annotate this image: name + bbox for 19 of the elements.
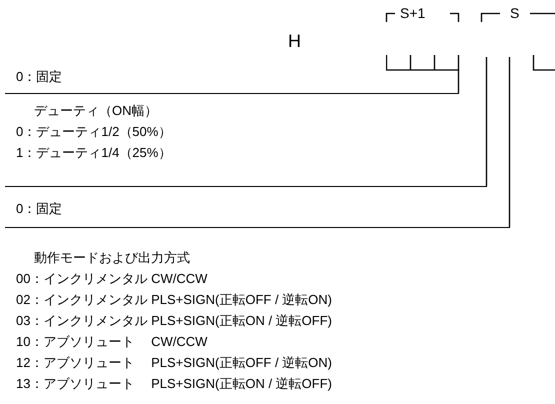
option-text: 0：デューティ1/2（50%） <box>16 123 172 141</box>
option-text: 0：固定 <box>16 200 62 218</box>
option-text: 03：インクリメンタル PLS+SIGN(正転ON / 逆転OFF) <box>16 312 332 330</box>
word-label: S+1 <box>400 6 426 20</box>
option-text: 00：インクリメンタル CW/CCW <box>16 270 208 288</box>
leader-line <box>508 57 510 227</box>
option-text: 0：固定 <box>16 68 62 86</box>
option-text: 10：アブソリュート CW/CCW <box>16 333 208 351</box>
leader-line <box>458 70 460 93</box>
digit-cells <box>386 55 555 71</box>
option-text: 02：インクリメンタル PLS+SIGN(正転OFF / 逆転ON) <box>16 291 332 309</box>
register-label: H <box>288 32 301 50</box>
heading-text: デューティ（ON幅） <box>33 102 158 120</box>
option-text: 1：デューティ1/4（25%） <box>16 144 172 162</box>
word-label: S <box>510 6 520 20</box>
heading-text: 動作モードおよび出力方式 <box>33 249 190 267</box>
option-text: 12：アブソリュート PLS+SIGN(正転OFF / 逆転ON) <box>16 354 332 372</box>
leader-line <box>486 57 488 186</box>
option-text: 13：アブソリュート PLS+SIGN(正転ON / 逆転OFF) <box>16 375 332 393</box>
